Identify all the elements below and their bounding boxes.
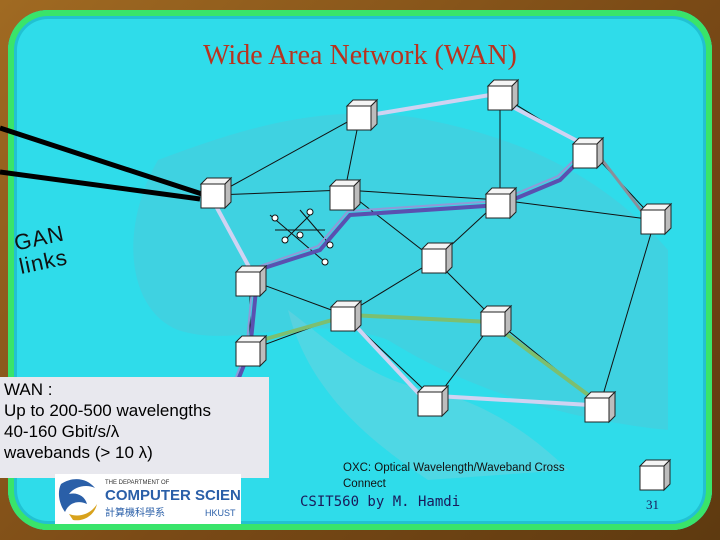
oxc-node-icon <box>487 79 519 111</box>
oxc-node-icon <box>417 385 449 417</box>
wan-line-2: Up to 200-500 wavelengths <box>4 401 211 420</box>
hkust-logo-icon: THE DEPARTMENT OF COMPUTER SCIENCE 計算機科學… <box>55 474 241 524</box>
wavelength-paths-light <box>208 92 591 407</box>
oxc-node-icon <box>480 305 512 337</box>
svg-text:HKUST: HKUST <box>205 508 236 518</box>
oxc-node-icon <box>639 459 671 491</box>
slide-footer: CSIT560 by M. Hamdi <box>300 494 461 510</box>
wan-line-1: WAN : <box>4 380 53 399</box>
oxc-node-icon <box>572 137 604 169</box>
oxc-node-icon <box>330 300 362 332</box>
slide-title: Wide Area Network (WAN) <box>203 40 517 71</box>
page-number: 31 <box>646 497 659 512</box>
oxc-node-icon <box>200 177 232 209</box>
oxc-node-icon <box>235 335 267 367</box>
oxc-node-icon <box>329 179 361 211</box>
wan-line-4: wavebands (> 10 λ) <box>4 443 153 462</box>
svg-text:COMPUTER SCIENCE: COMPUTER SCIENCE <box>105 487 241 504</box>
wan-info-box: WAN : Up to 200-500 wavelengths 40-160 G… <box>0 377 269 478</box>
svg-text:THE DEPARTMENT OF: THE DEPARTMENT OF <box>105 480 170 486</box>
wavelength-path-green <box>261 312 597 402</box>
gan-links <box>0 125 206 202</box>
oxc-caption: OXC: Optical Wavelength/Waveband Cross C… <box>343 462 565 490</box>
svg-text:計算機科學系: 計算機科學系 <box>105 506 165 519</box>
wan-line-3: 40-160 Gbit/s/λ <box>4 422 120 441</box>
oxc-node-icon <box>421 242 453 274</box>
oxc-node-icon <box>235 265 267 297</box>
gan-cluster-nodes <box>271 208 334 266</box>
oxc-node-icon <box>485 187 517 219</box>
oxc-node-icon <box>346 99 378 131</box>
oxc-node-icon <box>640 203 672 235</box>
oxc-node-icon <box>584 391 616 423</box>
oxc-nodes <box>200 79 672 491</box>
